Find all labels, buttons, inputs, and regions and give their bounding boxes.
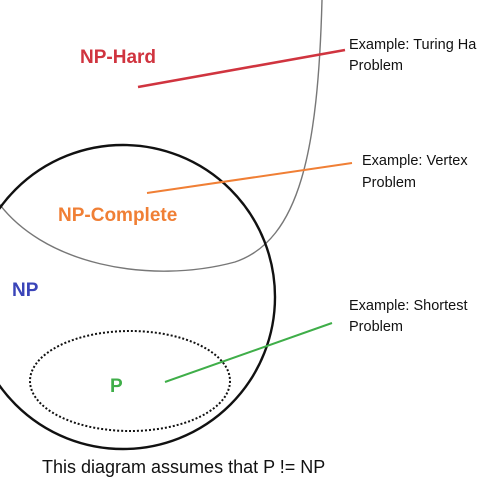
np-complete-label: NP-Complete [58, 205, 177, 226]
p-ellipse [29, 330, 231, 432]
p-example-line1: Example: Shortest [349, 298, 467, 314]
np-circle [0, 143, 277, 451]
np-complete-example-line1: Example: Vertex [362, 153, 468, 169]
np-hard-boundary [0, 0, 323, 272]
p-label: P [110, 376, 123, 397]
np-label: NP [12, 280, 39, 301]
p-example-line2: Problem [349, 319, 403, 335]
np-hard-pointer-line [137, 48, 346, 89]
np-hard-example-line2: Problem [349, 58, 403, 74]
diagram-caption: This diagram assumes that P != NP [42, 457, 325, 477]
p-pointer-line [164, 322, 333, 383]
np-complete-example-line2: Problem [362, 175, 416, 191]
np-complete-pointer-line [146, 162, 353, 194]
np-hard-label: NP-Hard [80, 47, 156, 68]
np-hard-example-line1: Example: Turing Ha [349, 37, 477, 53]
